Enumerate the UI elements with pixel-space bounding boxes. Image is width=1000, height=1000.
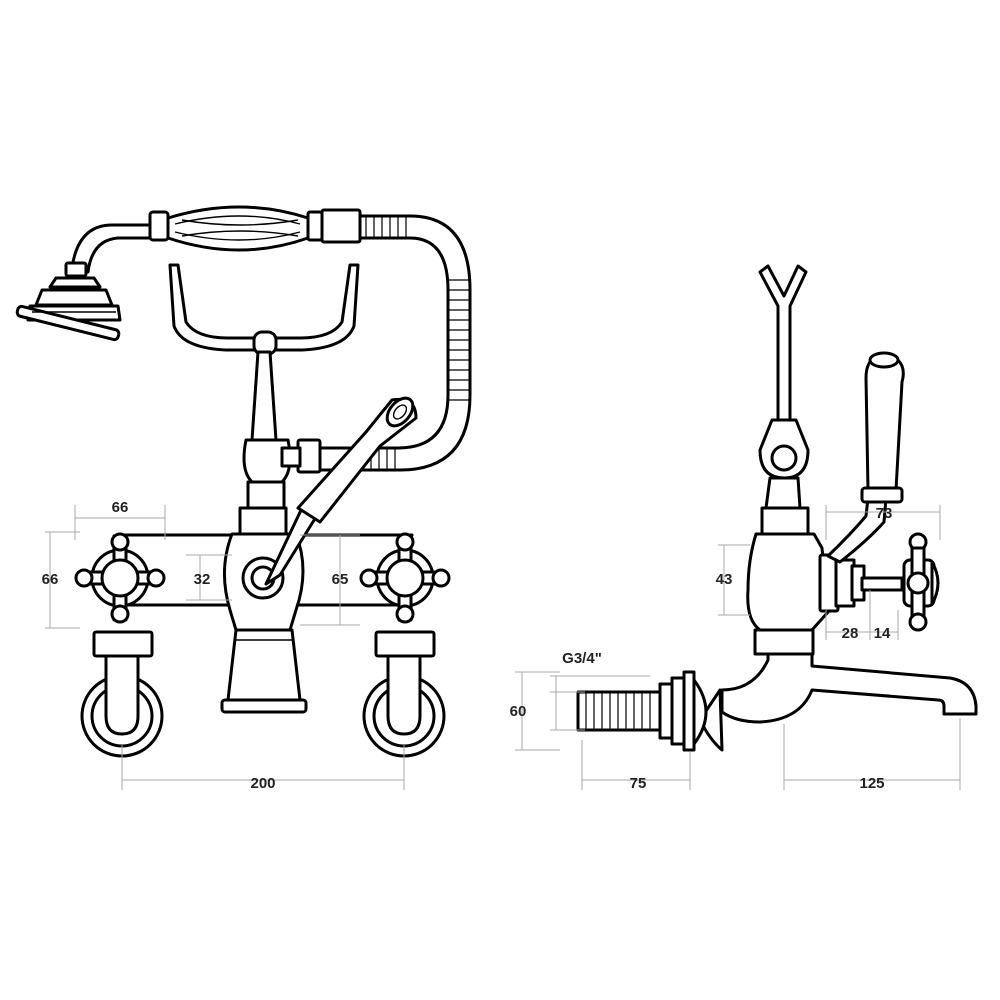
mixer-body	[118, 532, 414, 714]
side-dimensions: 73 43 28 14 G3/4" 60 75	[510, 505, 961, 792]
right-leg	[362, 630, 446, 758]
dim-28: 28	[842, 625, 859, 642]
dim-g34: G3/4"	[562, 650, 602, 667]
dim-66-top: 66	[112, 499, 129, 516]
shower-hose	[316, 214, 472, 472]
handset-cradle	[168, 263, 360, 442]
left-leg	[80, 630, 164, 758]
right-cross-handle	[359, 532, 451, 624]
side-tail	[576, 670, 708, 752]
side-cross-handle	[902, 532, 940, 632]
dim-75: 75	[630, 775, 647, 792]
upper-column	[238, 438, 322, 536]
shower-head	[15, 261, 122, 342]
dim-14: 14	[874, 625, 891, 642]
side-body	[746, 506, 904, 656]
dim-32: 32	[194, 571, 211, 588]
dim-60: 60	[510, 703, 527, 720]
dim-65: 65	[332, 571, 349, 588]
side-cradle	[758, 264, 810, 510]
dim-66-left: 66	[42, 571, 59, 588]
front-dimensions: 66 66 32 65 200	[42, 499, 405, 792]
front-view: 66 66 32 65 200	[15, 205, 472, 792]
diverter-lever	[264, 396, 418, 586]
dim-73: 73	[876, 505, 893, 522]
side-lever	[826, 351, 905, 564]
side-view: 73 43 28 14 G3/4" 60 75	[510, 264, 978, 792]
dim-43: 43	[716, 571, 733, 588]
handset-handle	[70, 205, 362, 274]
side-spout	[698, 652, 978, 752]
dim-125: 125	[859, 775, 884, 792]
dim-200: 200	[250, 775, 275, 792]
left-cross-handle	[74, 532, 166, 624]
